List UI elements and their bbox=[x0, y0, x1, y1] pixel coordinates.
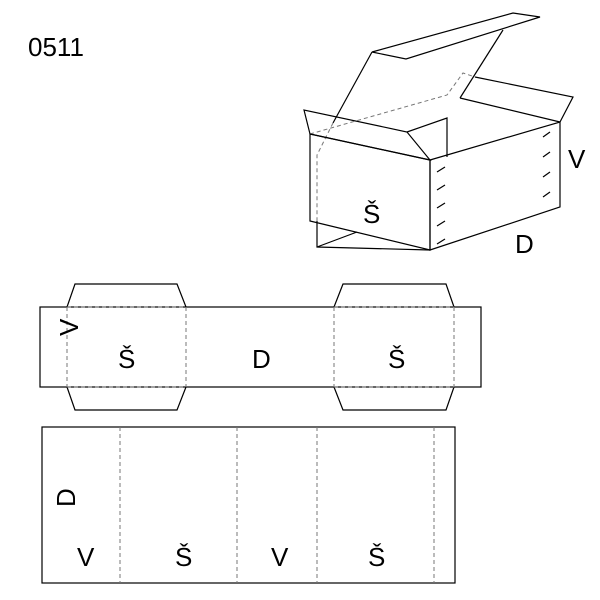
net-bottom: D V Š V Š bbox=[41, 426, 456, 584]
box-code: 0511 bbox=[28, 32, 84, 62]
net-bottom-label: V bbox=[271, 542, 289, 572]
lid-flap bbox=[371, 12, 541, 60]
net-top-label: D bbox=[252, 344, 271, 374]
net-bottom-label: Š bbox=[175, 542, 192, 572]
front-panel bbox=[309, 133, 431, 251]
label-height: V bbox=[568, 144, 586, 174]
side-panel bbox=[429, 121, 561, 251]
label-length: D bbox=[515, 229, 534, 259]
net-top: V Š D Š bbox=[39, 283, 482, 411]
net-bottom-label: V bbox=[77, 542, 95, 572]
net-bottom-length-label: D bbox=[51, 488, 81, 507]
box-3d-view: Š V D bbox=[303, 12, 586, 259]
label-width: Š bbox=[363, 199, 380, 229]
net-bottom-label: Š bbox=[368, 542, 385, 572]
net-top-label: Š bbox=[118, 344, 135, 374]
net-top-label: Š bbox=[388, 344, 405, 374]
net-top-height-label: V bbox=[54, 318, 84, 336]
glue-marks bbox=[436, 131, 551, 245]
